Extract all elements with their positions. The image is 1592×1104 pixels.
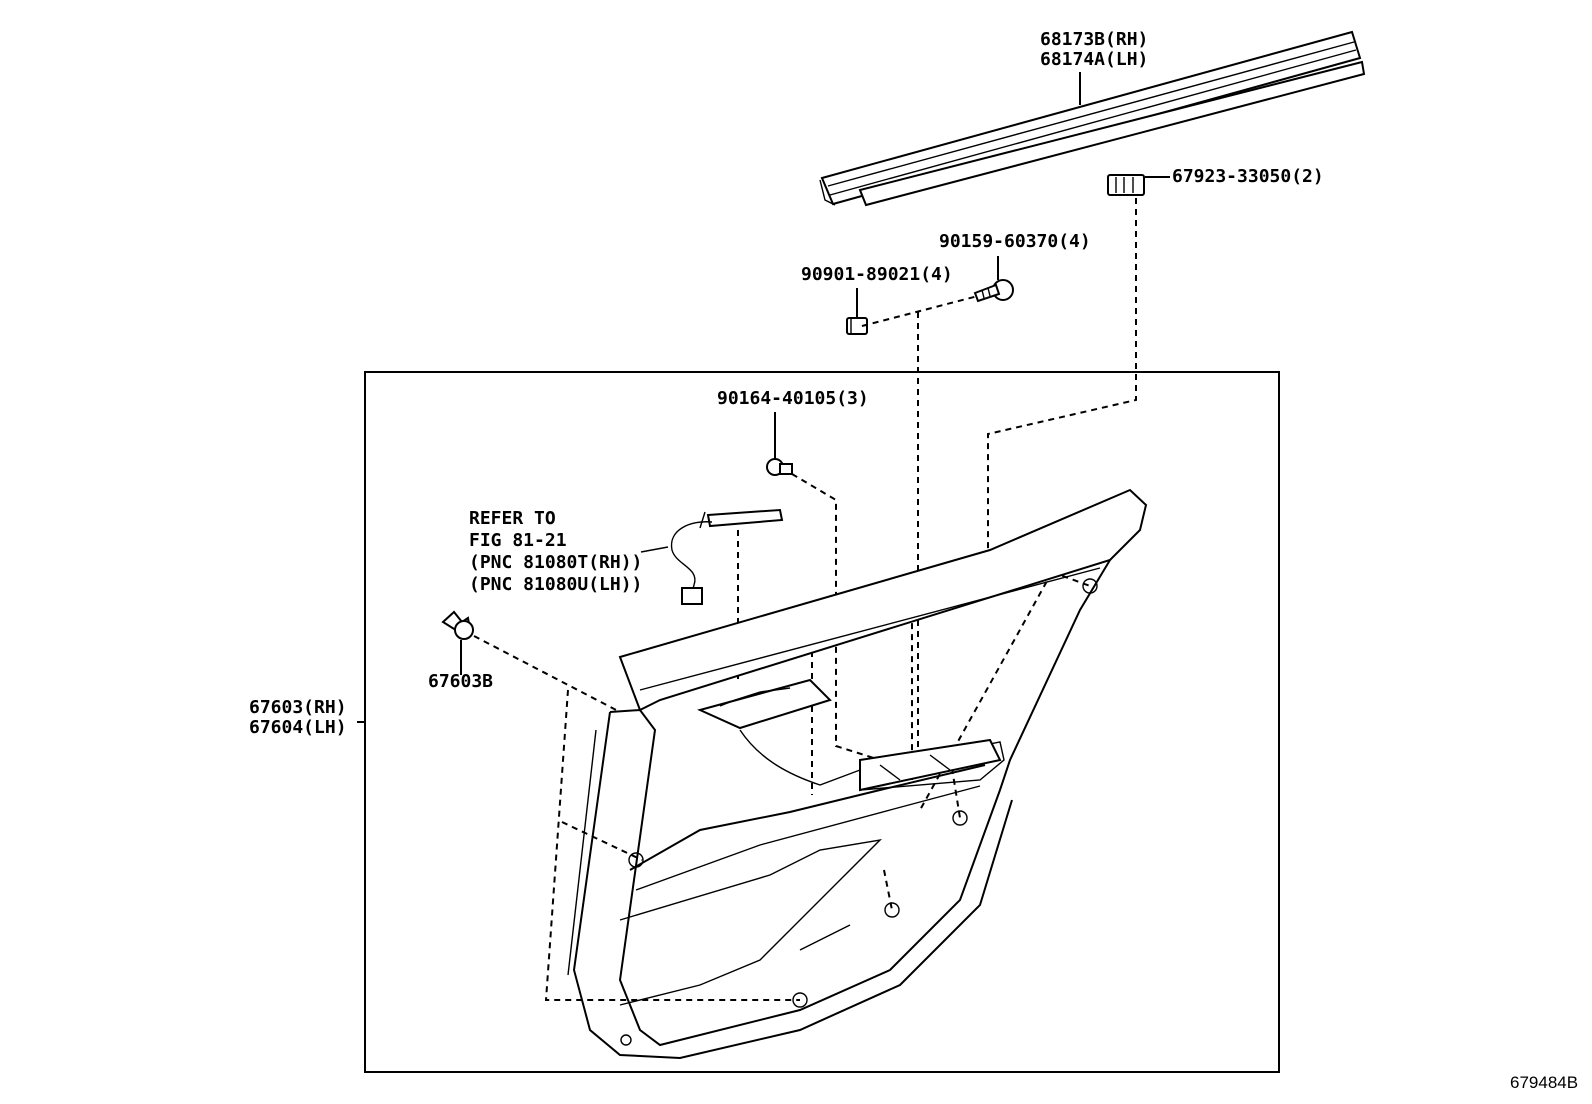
label-weatherstrip-rh: 68173B(RH) [1040,29,1149,50]
label-weatherstrip-lh: 68174A(LH) [1040,49,1149,70]
dashed-connectors [473,198,1137,1001]
reference-note-line4: (PNC 81080U(LH)) [469,574,643,595]
label-panel-rh: 67603(RH) [249,697,347,718]
harness-part [670,508,784,605]
diagram-id: 679484B [1510,1073,1579,1092]
door-trim-panel [567,488,1148,1060]
assembly-frame [364,371,1280,1073]
label-screw-90164: 90164-40105(3) [717,388,869,409]
clip-67923-part [1107,174,1145,196]
label-clip-67603b: 67603B [428,671,494,692]
weatherstrip-part [819,30,1366,207]
reference-note-line3: (PNC 81080T(RH)) [469,552,643,573]
reference-note-line1: REFER TO [469,508,556,529]
label-nut-90901: 90901-89021(4) [801,264,953,285]
reference-note-line2: FIG 81-21 [469,530,567,551]
clip-67603b-part [441,610,474,640]
label-panel-lh: 67604(LH) [249,717,347,738]
screw-90164-part [766,458,793,476]
label-screw-90159: 90159-60370(4) [939,231,1091,252]
label-clip-67923: 67923-33050(2) [1172,166,1324,187]
screw-90159-part [973,279,1014,303]
leader-ref [640,546,669,553]
